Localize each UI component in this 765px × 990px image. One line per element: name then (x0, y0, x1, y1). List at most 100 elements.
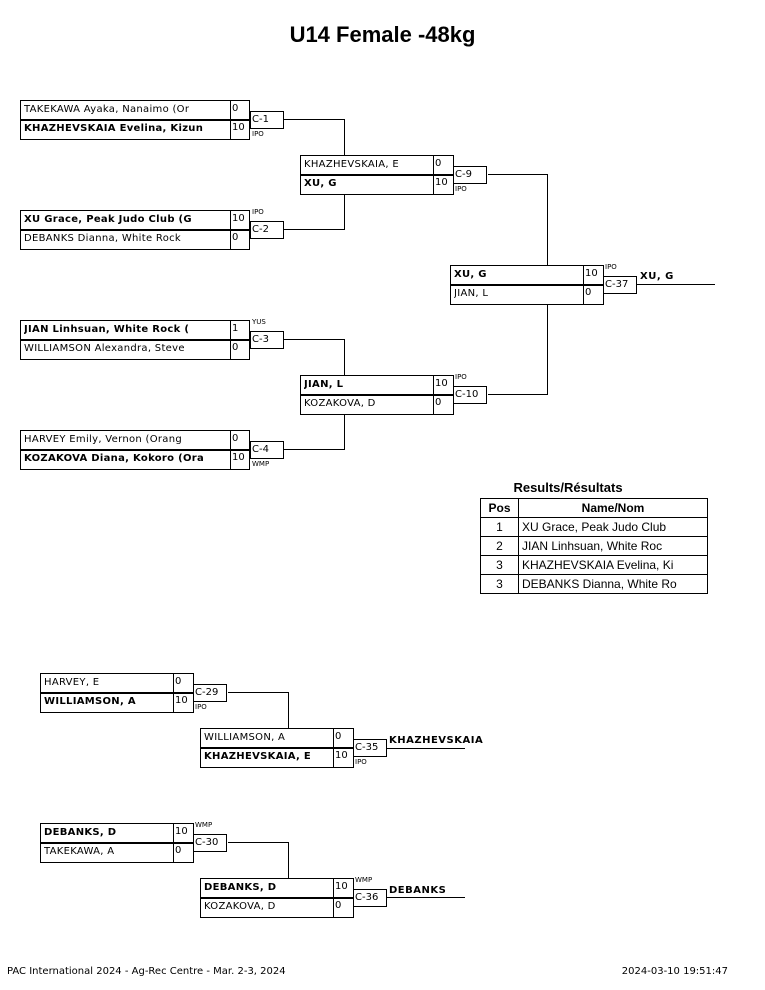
contest-label: C-35 (353, 739, 387, 757)
footer-event: PAC International 2024 - Ag-Rec Centre -… (7, 966, 286, 977)
competitor-row: WILLIAMSON, A 10 (41, 693, 193, 712)
competitor-row: KHAZHEVSKAIA Evelina, Kizun 10 (21, 120, 249, 139)
win-note: WMP (355, 876, 373, 884)
competitor-row: JIAN, L 0 (451, 285, 603, 304)
result-pos: 3 (480, 555, 519, 575)
score: 1 (230, 321, 250, 340)
winner-line (387, 748, 465, 749)
connector-line (284, 339, 344, 340)
score: 10 (333, 748, 353, 767)
connector-line (488, 394, 547, 395)
competitor-name: HARVEY Emily, Vernon (Orang (24, 434, 183, 445)
score: 10 (433, 376, 453, 395)
score: 10 (583, 266, 603, 285)
result-pos: 2 (480, 536, 519, 556)
competitor-name: DEBANKS Dianna, White Rock (24, 233, 182, 244)
competitor-name: DEBANKS, D (44, 827, 117, 838)
match-box: WILLIAMSON, A 0 KHAZHEVSKAIA, E 10 (200, 728, 354, 768)
win-note: IPO (605, 263, 617, 271)
connector-line (488, 174, 547, 175)
result-name: DEBANKS Dianna, White Ro (518, 574, 708, 594)
contest-label: C-2 (250, 221, 284, 239)
competitor-row: XU, G 10 (451, 266, 603, 285)
competitor-name: JIAN, L (304, 379, 344, 390)
connector-line (547, 174, 548, 266)
competitor-row: KHAZHEVSKAIA, E 10 (201, 748, 353, 767)
competitor-row: WILLIAMSON, A 0 (201, 729, 353, 748)
match-box: TAKEKAWA Ayaka, Nanaimo (Or 0 KHAZHEVSKA… (20, 100, 250, 140)
result-name: XU Grace, Peak Judo Club (518, 517, 708, 537)
match-box: XU Grace, Peak Judo Club (G 10 DEBANKS D… (20, 210, 250, 250)
connector-line (284, 119, 344, 120)
competitor-row: TAKEKAWA Ayaka, Nanaimo (Or 0 (21, 101, 249, 120)
divider (21, 339, 249, 341)
match-box: HARVEY, E 0 WILLIAMSON, A 10 (40, 673, 194, 713)
connector-line (288, 842, 289, 879)
contest-label: C-9 (453, 166, 487, 184)
competitor-name: JIAN Linhsuan, White Rock ( (24, 324, 190, 335)
score: 0 (333, 729, 353, 748)
divider (41, 692, 193, 694)
results-row: 1 XU Grace, Peak Judo Club (480, 517, 708, 537)
match-box: JIAN, L 10 KOZAKOVA, D 0 (300, 375, 454, 415)
competitor-row: TAKEKAWA, A 0 (41, 843, 193, 862)
results-title: Results/Résultats (513, 480, 623, 495)
competitor-name: HARVEY, E (44, 677, 100, 688)
divider (21, 119, 249, 121)
divider (41, 842, 193, 844)
winner-line (637, 284, 715, 285)
divider (201, 897, 353, 899)
results-row: 2 JIAN Linhsuan, White Roc (480, 536, 708, 556)
connector-line (547, 304, 548, 395)
divider (21, 449, 249, 451)
connector-line (228, 842, 288, 843)
competitor-name: KOZAKOVA Diana, Kokoro (Ora (24, 453, 205, 464)
results-row: 3 DEBANKS Dianna, White Ro (480, 574, 708, 594)
divider (201, 747, 353, 749)
results-row: 3 KHAZHEVSKAIA Evelina, Ki (480, 555, 708, 575)
competitor-row: WILLIAMSON Alexandra, Steve 0 (21, 340, 249, 359)
competitor-name: WILLIAMSON Alexandra, Steve (24, 343, 185, 354)
score: 10 (230, 120, 250, 139)
contest-label: C-1 (250, 111, 284, 129)
contest-label: C-3 (250, 331, 284, 349)
win-note: IPO (195, 703, 207, 711)
score: 0 (333, 898, 353, 917)
connector-line (344, 194, 345, 230)
score: 10 (433, 175, 453, 194)
competitor-name: KHAZHEVSKAIA, E (204, 751, 311, 762)
competitor-name: WILLIAMSON, A (44, 696, 136, 707)
match-box: HARVEY Emily, Vernon (Orang 0 KOZAKOVA D… (20, 430, 250, 470)
contest-label: C-30 (193, 834, 227, 852)
win-note: IPO (252, 130, 264, 138)
competitor-row: DEBANKS, D 10 (201, 879, 353, 898)
results-header-pos: Pos (480, 498, 519, 518)
connector-line (284, 229, 344, 230)
connector-line (288, 692, 289, 729)
score: 10 (333, 879, 353, 898)
competitor-row: HARVEY, E 0 (41, 674, 193, 693)
competitor-row: KHAZHEVSKAIA, E 0 (301, 156, 453, 175)
score: 10 (173, 693, 193, 712)
competitor-name: KHAZHEVSKAIA, E (304, 159, 399, 170)
score: 0 (230, 431, 250, 450)
competitor-name: JIAN, L (454, 288, 489, 299)
connector-line (344, 119, 345, 156)
result-name: KHAZHEVSKAIA Evelina, Ki (518, 555, 708, 575)
score: 0 (230, 340, 250, 359)
contest-label: C-4 (250, 441, 284, 459)
divider (21, 229, 249, 231)
competitor-name: TAKEKAWA Ayaka, Nanaimo (Or (24, 104, 190, 115)
competitor-row: KOZAKOVA, D 0 (301, 395, 453, 414)
win-note: WMP (195, 821, 213, 829)
score: 0 (230, 230, 250, 249)
contest-label: C-10 (453, 386, 487, 404)
score: 0 (173, 843, 193, 862)
divider (301, 174, 453, 176)
competitor-row: HARVEY Emily, Vernon (Orang 0 (21, 431, 249, 450)
final-winner: XU, G (640, 271, 674, 282)
score: 0 (230, 101, 250, 120)
win-note: IPO (455, 373, 467, 381)
score: 0 (173, 674, 193, 693)
competitor-name: KOZAKOVA, D (204, 901, 276, 912)
